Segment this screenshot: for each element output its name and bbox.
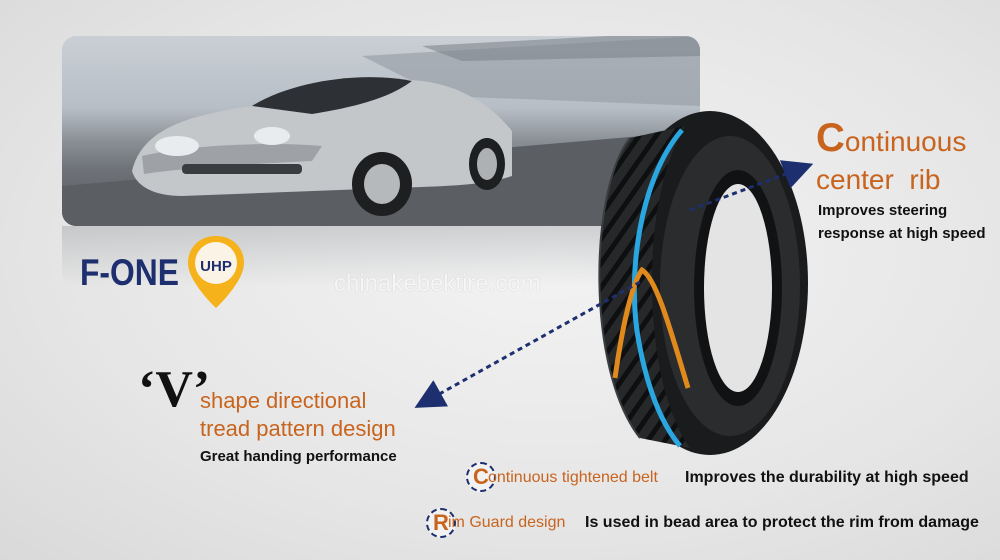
v-shape-title-line2: tread pattern design — [200, 416, 396, 441]
rim-guard-initial-badge: R — [426, 508, 456, 538]
uhp-badge-label: UHP — [200, 258, 232, 275]
v-shape-title-line1: shape directional — [200, 388, 367, 413]
v-shape-mark: ‘V’ — [138, 361, 211, 418]
sports-car-image — [62, 36, 700, 226]
car-photo — [62, 36, 700, 226]
center-rib-subtitle: center rib — [816, 164, 941, 195]
center-rib-title-rest: ontinuous — [844, 126, 967, 157]
belt-title: ontinuous tightened belt — [488, 469, 658, 486]
center-rib-description: Improves steering response at high speed — [818, 202, 986, 242]
location-pin-icon — [188, 236, 244, 308]
tire-image — [598, 111, 808, 455]
brand-name: F-ONE — [80, 252, 179, 293]
car-reflection — [62, 226, 700, 286]
belt-initial-badge: C — [466, 462, 496, 492]
center-rib-title: Continuous — [816, 116, 966, 161]
belt-description: Improves the durability at high speed — [685, 469, 969, 486]
rim-guard-title: im Guard design — [448, 514, 566, 531]
watermark: chinakebektire.com — [334, 270, 541, 297]
rim-guard-description: Is used in bead area to protect the rim … — [585, 514, 979, 531]
v-shape-description: Great handing performance — [200, 448, 397, 465]
center-rib-title-initial: C — [816, 116, 845, 160]
